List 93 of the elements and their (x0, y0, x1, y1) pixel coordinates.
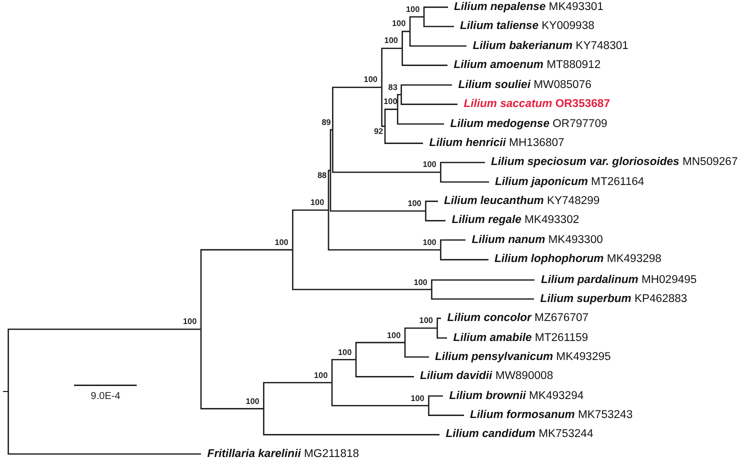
tree-branch (381, 48, 402, 88)
bootstrap-value: 100 (414, 278, 432, 290)
tree-branch (331, 359, 356, 383)
taxon-label: Lilium candidum MK753244 (440, 428, 594, 442)
taxon-label: Lilium superbum KP462883 (534, 292, 688, 306)
taxon-label: Lilium concolor MZ676707 (441, 312, 589, 325)
tree-branch (400, 84, 452, 95)
tree-branch (423, 16, 454, 28)
bootstrap-value: 100 (422, 161, 440, 172)
taxon-label: Lilium speciosum var. gloriosoides MN509267 (485, 156, 738, 169)
bootstrap-value: 100 (408, 200, 426, 212)
tree-branch (396, 109, 444, 125)
taxon-label: Lilium souliei MW085076 (452, 78, 592, 92)
taxon-label: Lilium davidii MW890008 (414, 370, 554, 384)
tree-branch (381, 87, 385, 127)
taxon-label: Lilium lophophorum MK493298 (488, 253, 662, 266)
tree-branch (384, 126, 423, 144)
tree-branch (409, 16, 424, 32)
tree-branch (355, 342, 405, 360)
taxon-label: Lilium japonicum MT261164 (489, 176, 644, 188)
tree-branch (428, 406, 464, 416)
taxon-label: Lilium nanum MK493300 (466, 234, 603, 246)
bootstrap-value: 89 (322, 118, 332, 130)
tree-branch (423, 6, 448, 17)
bootstrap-value: 100 (384, 98, 398, 110)
tree-branch (328, 170, 330, 210)
tree-branch (409, 31, 466, 47)
tree-branch (8, 328, 201, 392)
bootstrap-value: 100 (406, 6, 424, 18)
bootstrap-value: 100 (419, 317, 437, 328)
tree-branch (330, 129, 333, 170)
tree-branch (425, 211, 446, 222)
tree-branch (404, 342, 429, 358)
taxon-label: Lilium nepalense MK493301 (448, 0, 604, 14)
taxon-label: Lilium amabile MT261159 (447, 332, 588, 344)
tree-branch (328, 210, 441, 250)
tree-branch (200, 329, 264, 410)
bootstrap-value: 92 (374, 126, 385, 137)
tree-branch (440, 172, 489, 183)
bootstrap-value: 100 (274, 238, 292, 250)
taxon-label: Lilium formosanum MK753243 (464, 408, 633, 422)
bootstrap-value: 100 (338, 348, 356, 360)
tree-branch (436, 318, 441, 328)
taxon-label: Lilium bakerianum KY748301 (466, 40, 628, 52)
bootstrap-value: 100 (410, 394, 428, 406)
bootstrap-value: 88 (318, 170, 331, 181)
bootstrap-value: 100 (387, 332, 405, 343)
tree-branch (263, 408, 440, 436)
tree-branch (440, 239, 466, 250)
bootstrap-value: 100 (364, 76, 382, 88)
tree-branch (400, 94, 458, 105)
taxon-label: Fritillaria karelinii MG211818 (201, 448, 360, 460)
scale-value: 9.0E-4 (90, 391, 120, 402)
taxon-label: Lilium saccatum OR353687 (458, 98, 610, 111)
taxon-label: Lilium pensylvanicum MK493295 (429, 350, 611, 364)
tree-branch (402, 30, 410, 48)
tree-branch (425, 200, 438, 211)
taxon-label: Lilium medogense OR797709 (444, 118, 608, 130)
tree-branch (200, 249, 293, 330)
tree-branch (396, 94, 402, 110)
taxon-label: Lilium pardalinum MH029495 (534, 274, 697, 286)
bootstrap-value: 100 (422, 238, 440, 250)
tree-branch (292, 250, 432, 290)
tree-branch (404, 328, 438, 343)
tree-branch (402, 48, 448, 66)
taxon-label: Lilium henricii MH136807 (423, 136, 564, 150)
tree-branch (331, 382, 429, 406)
tree-branch (428, 395, 443, 406)
bootstrap-value: 100 (183, 318, 201, 330)
tree-branch (440, 250, 488, 260)
bootstrap-value: 100 (246, 398, 264, 409)
tree-branch (436, 328, 447, 339)
tree-branch (332, 86, 382, 130)
taxon-label: Lilium leucanthum KY748299 (438, 194, 600, 208)
tree-branch (292, 209, 328, 250)
bootstrap-value: 100 (392, 20, 410, 32)
tree-branch (8, 392, 201, 455)
bootstrap-value: 100 (314, 372, 332, 383)
tree-branch (263, 382, 332, 409)
bootstrap-value: 100 (384, 37, 402, 49)
tree-branch (440, 162, 485, 172)
taxon-label: Lilium taliense KY009938 (454, 20, 594, 33)
tree-branch (384, 108, 398, 126)
taxon-label: Lilium brownii MK493294 (443, 390, 584, 402)
taxon-label: Lilium regale MK493302 (446, 214, 580, 228)
bootstrap-value: 100 (310, 199, 328, 210)
tree-branch (330, 170, 426, 212)
taxon-label: Lilium amoenum MT880912 (448, 58, 601, 72)
tree-branch (431, 279, 534, 290)
tree-branch (431, 290, 534, 300)
bootstrap-value: 83 (388, 84, 402, 95)
tree-branch (355, 360, 414, 378)
tree-branch (332, 130, 441, 173)
